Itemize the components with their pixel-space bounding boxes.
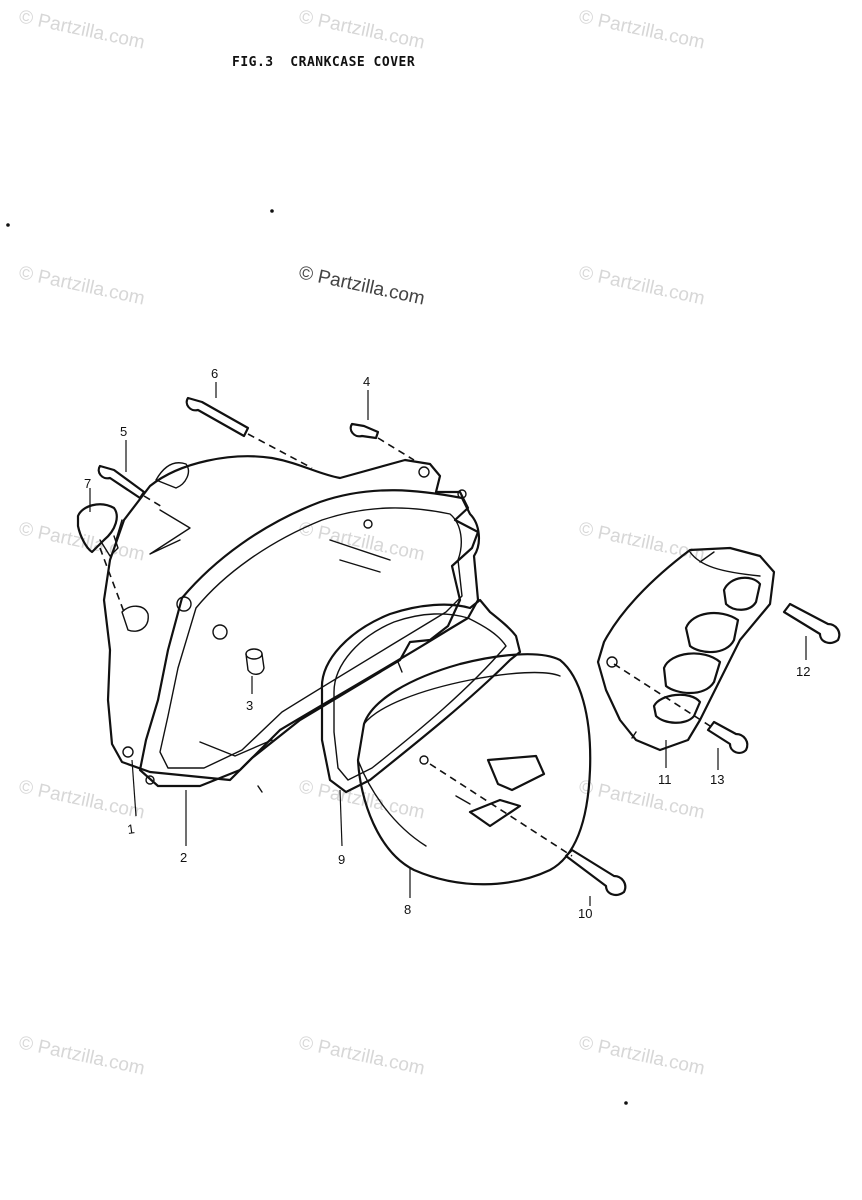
callout-2: 2 (180, 850, 187, 865)
watermark: © Partzilla.com (577, 262, 707, 309)
callout-11: 11 (658, 772, 672, 787)
speck (270, 209, 274, 213)
bolt-hole (606, 656, 618, 668)
watermark: © Partzilla.com (17, 6, 147, 53)
watermark-main: © Partzilla.com (297, 262, 427, 309)
callout-5: 5 (120, 424, 127, 439)
watermark: © Partzilla.com (577, 6, 707, 53)
part-4-bolt (349, 422, 380, 440)
callout-6: 6 (211, 366, 218, 381)
callout-7: 7 (84, 476, 91, 491)
watermark: © Partzilla.com (297, 6, 427, 53)
dowel-hole (212, 624, 228, 640)
watermark: © Partzilla.com (17, 776, 147, 823)
figure-title: FIG.3 CRANKCASE COVER (232, 55, 415, 70)
callout-13: 13 (710, 772, 724, 787)
assembly-lines (99, 433, 711, 857)
part-6-long-bolt (185, 396, 250, 438)
watermark: © Partzilla.com (577, 1032, 707, 1079)
watermark: © Partzilla.com (297, 1032, 427, 1079)
watermark: © Partzilla.com (577, 776, 707, 823)
dowel-hole (176, 596, 192, 612)
callout-1: 1 (126, 821, 135, 837)
part-2-gasket (138, 489, 480, 788)
part-12-bolt (782, 602, 841, 644)
part-11-sprocket-cover (596, 546, 776, 752)
part-5-bolt (97, 464, 146, 500)
part-9-stator-gasket (320, 598, 522, 794)
bolt-hole (419, 755, 429, 765)
part-1-crankcase-cover (102, 455, 480, 793)
bolt-hole (363, 519, 373, 529)
part-13-bolt (706, 720, 749, 754)
speck (624, 1101, 628, 1105)
watermark: © Partzilla.com (297, 518, 427, 565)
watermark: © Partzilla.com (577, 518, 707, 565)
bolt-hole (457, 489, 467, 499)
part-10-bolt (564, 848, 627, 896)
callout-3: 3 (246, 698, 253, 713)
leader-lines (89, 382, 807, 906)
part-8-generator-cover (356, 653, 592, 886)
callout-9: 9 (338, 852, 345, 867)
watermark-grid: © Partzilla.com © Partzilla.com © Partzi… (17, 6, 707, 1079)
callout-12: 12 (796, 664, 810, 679)
callouts: 1 2 3 4 5 6 7 8 9 10 11 12 13 (84, 366, 810, 921)
bolt-hole (418, 466, 430, 478)
part-7-oil-filler-cap (76, 503, 119, 557)
part-3-dowel-pin (245, 648, 265, 675)
bolt-hole (122, 746, 134, 758)
watermark: © Partzilla.com (17, 1032, 147, 1079)
bolt-hole (145, 775, 155, 785)
speck (6, 223, 10, 227)
callout-4: 4 (363, 374, 370, 389)
callout-10: 10 (578, 906, 592, 921)
watermark: © Partzilla.com (17, 518, 147, 565)
watermark: © Partzilla.com (17, 262, 147, 309)
callout-8: 8 (404, 902, 411, 917)
